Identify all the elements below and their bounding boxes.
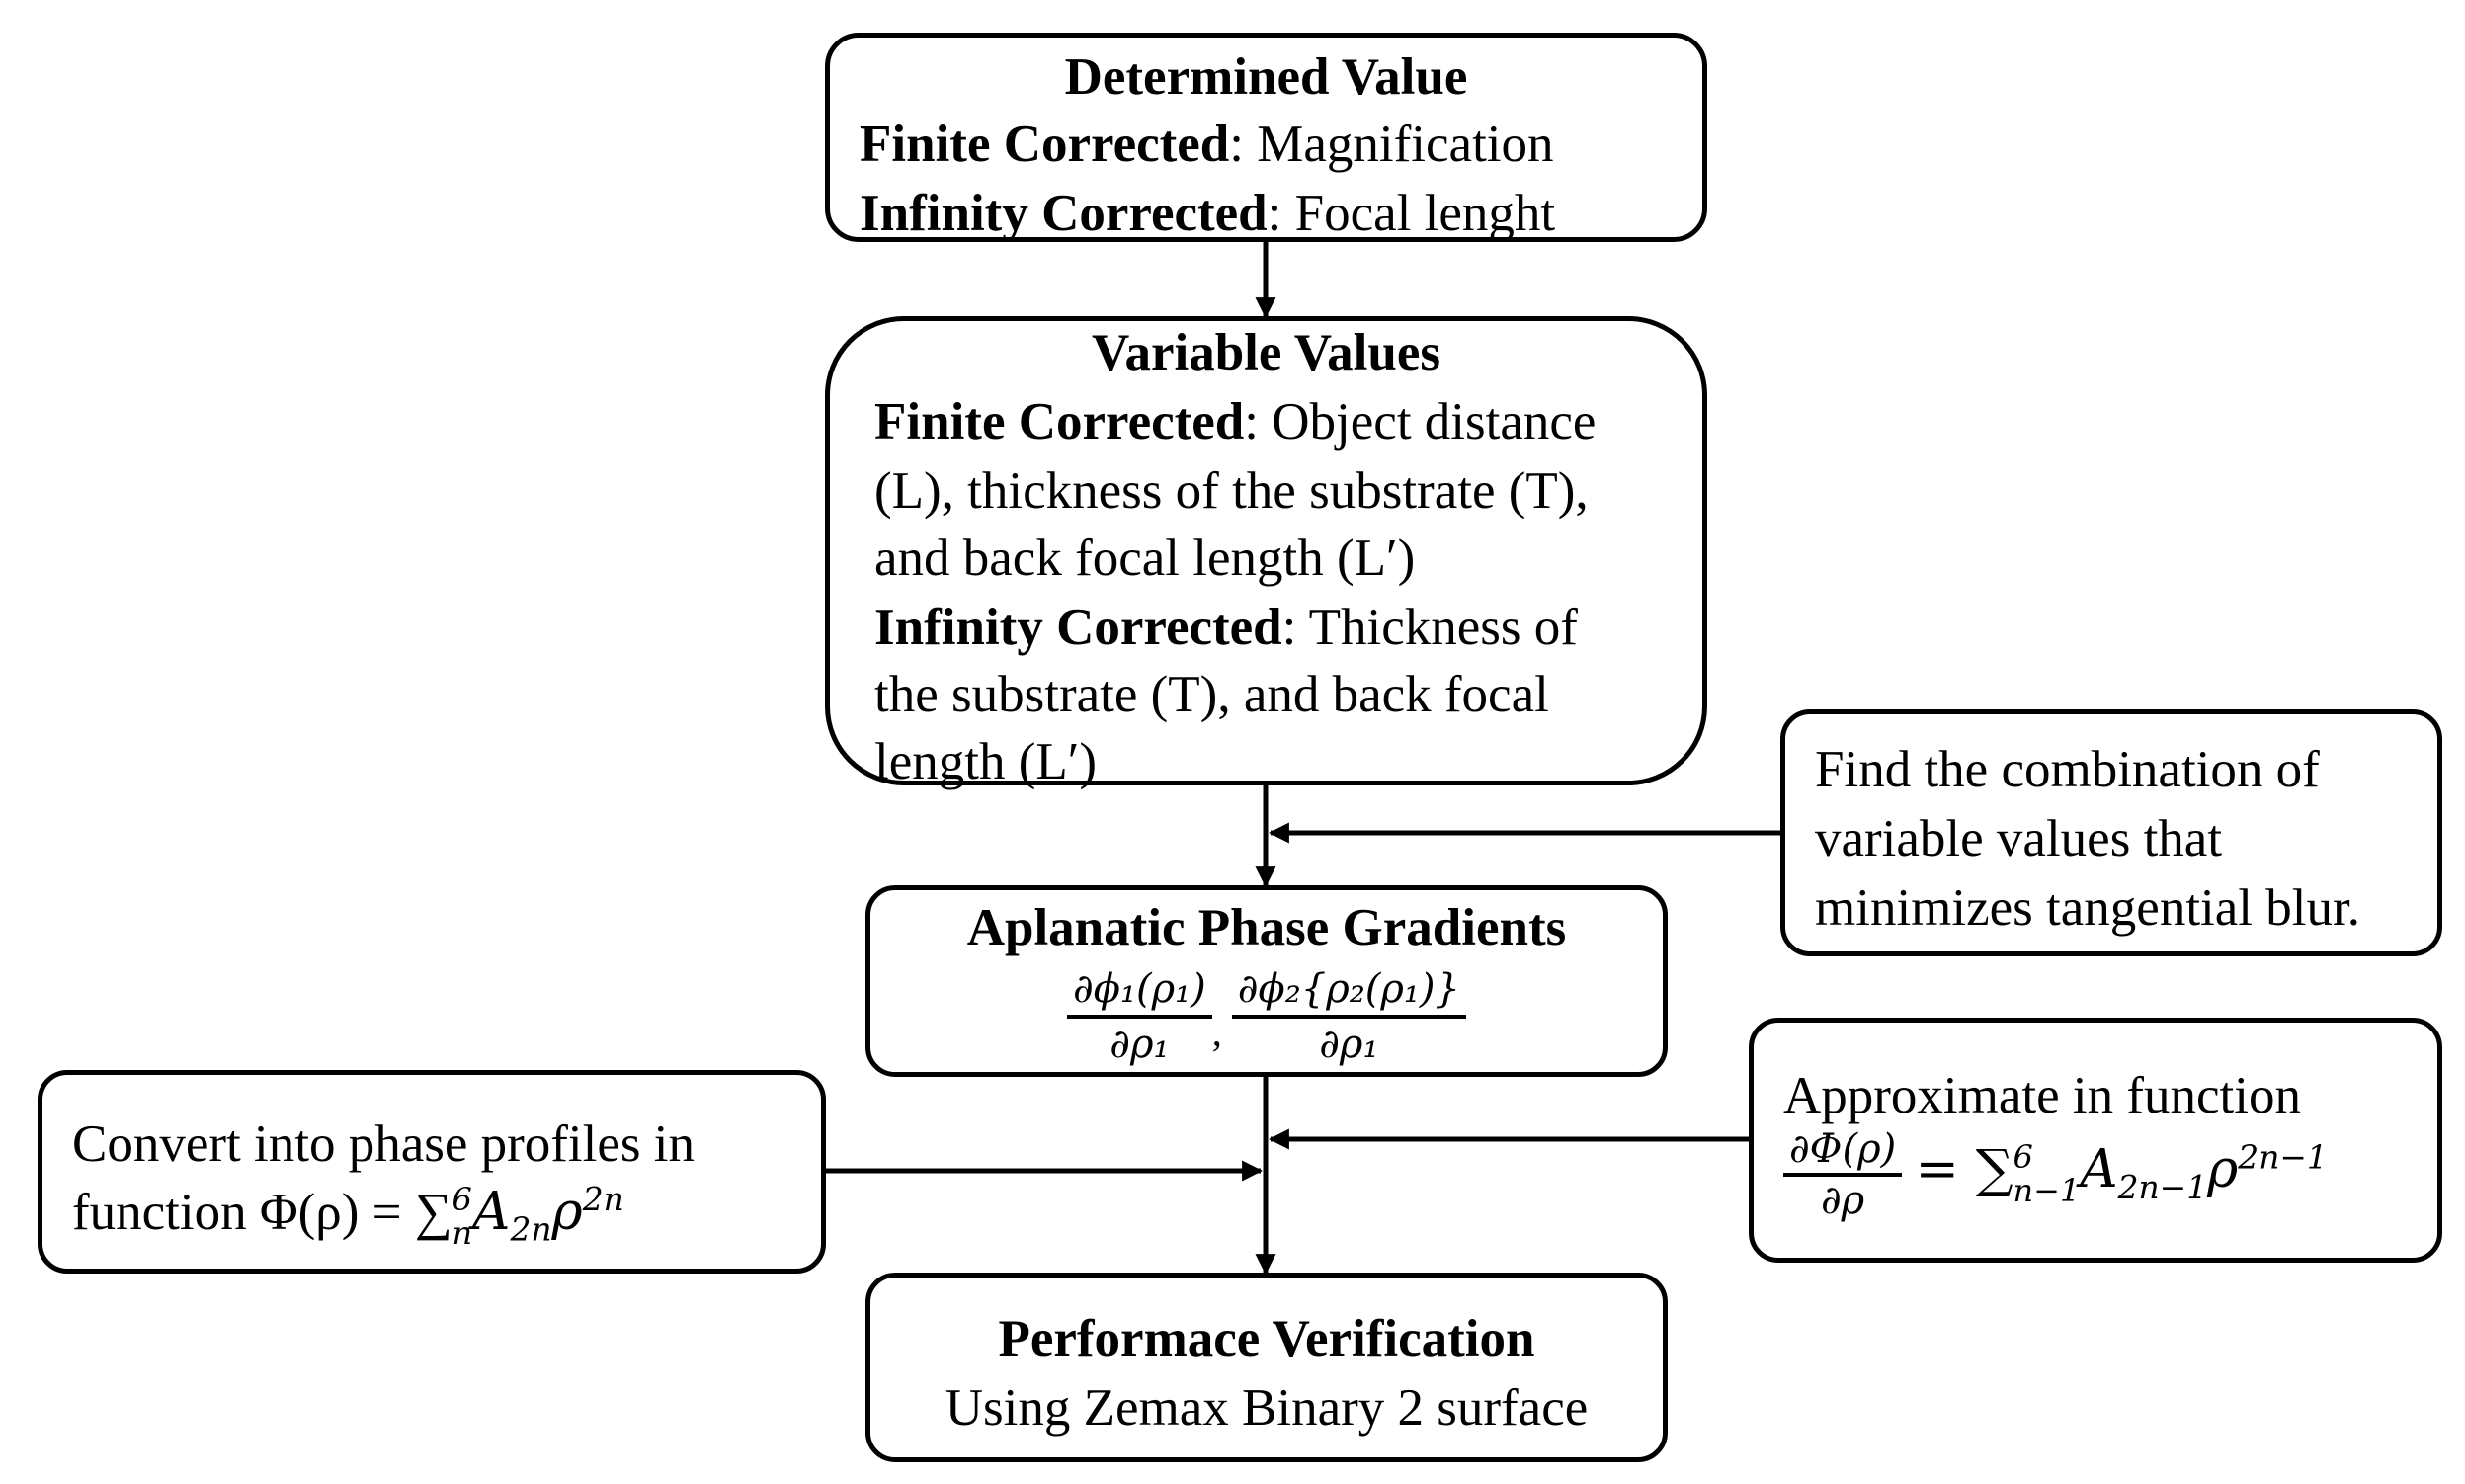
approximate-sum-upper: 6 xyxy=(2013,1138,2033,1177)
variable-finite-label: Finite Corrected xyxy=(874,393,1245,451)
phase-gradient-2: ∂ϕ₂{ρ₂(ρ₁)} ∂ρ₁ xyxy=(1231,967,1466,1067)
variable-finite-line: Finite Corrected: Object distance xyxy=(874,396,1702,449)
variable-infinity-text-1: : Thickness of xyxy=(1281,599,1578,656)
performance-subtitle: Using Zemax Binary 2 surface xyxy=(945,1379,1589,1437)
determined-value-box: Determined Value Finite Corrected: Magni… xyxy=(825,33,1707,242)
determined-infinity-label: Infinity Corrected xyxy=(860,185,1268,242)
convert-exponent: 2n xyxy=(582,1180,624,1219)
convert-coefficient-subscript: 2n xyxy=(510,1209,552,1249)
phase-gradient-1: ∂ϕ₁(ρ₁) ∂ρ₁ xyxy=(1067,967,1212,1066)
convert-variable: ρ xyxy=(551,1181,583,1242)
find-line-1: Find the combination of xyxy=(1815,741,2320,798)
determined-finite-text: : Magnification xyxy=(1229,116,1554,173)
approximate-coefficient: A xyxy=(2080,1139,2118,1200)
approximate-sum-lower: n−1 xyxy=(2013,1172,2081,1209)
performance-box: Performace Verification Using Zemax Bina… xyxy=(865,1273,1668,1462)
convert-coefficient: A xyxy=(472,1181,511,1242)
find-line-2: variable values that xyxy=(1815,810,2223,867)
determined-finite-label: Finite Corrected xyxy=(860,116,1230,173)
approximate-denominator: ∂ρ xyxy=(1821,1178,1865,1223)
find-combination-box: Find the combination of variable values … xyxy=(1780,709,2442,956)
approximate-exponent: 2n−1 xyxy=(2238,1137,2328,1177)
determined-infinity-line: Infinity Corrected: Focal lenght xyxy=(860,188,1702,240)
variable-finite-text-2: (L), thickness of the substrate (T), xyxy=(874,462,1589,520)
variable-finite-text-3: and back focal length (L′) xyxy=(874,530,1416,587)
aplanatic-formula: ∂ϕ₁(ρ₁) ∂ρ₁ , ∂ϕ₂{ρ₂(ρ₁)} ∂ρ₁ xyxy=(870,967,1663,1066)
aplanatic-box: Aplanatic Phase Gradients ∂ϕ₁(ρ₁) ∂ρ₁ , … xyxy=(865,885,1668,1077)
approximate-line-1: Approximate in function xyxy=(1783,1067,2301,1124)
determined-finite-line: Finite Corrected: Magnification xyxy=(860,119,1702,171)
approximate-variable: ρ xyxy=(2207,1139,2239,1200)
aplanatic-title: Aplanatic Phase Gradients xyxy=(966,899,1567,956)
performance-title: Performace Verification xyxy=(998,1310,1535,1367)
convert-sum-lower: n xyxy=(452,1213,473,1252)
phase-gradient-separator: , xyxy=(1211,1010,1222,1055)
variable-infinity-line: Infinity Corrected: Thickness of xyxy=(874,602,1702,654)
determined-infinity-text: : Focal lenght xyxy=(1267,185,1556,242)
phase-gradient-2-denominator: ∂ρ₁ xyxy=(1319,1022,1379,1067)
determined-title: Determined Value xyxy=(1064,48,1468,106)
convert-line-2-prefix: function Φ(ρ) = ∑ xyxy=(72,1183,452,1241)
find-line-3: minimizes tangential blur. xyxy=(1815,879,2360,937)
variable-values-box: Variable Values Finite Corrected: Object… xyxy=(825,316,1707,790)
variable-finite-text-1: : Object distance xyxy=(1244,393,1597,451)
convert-box: Convert into phase profiles in function … xyxy=(38,1070,826,1274)
variable-infinity-text-3: length (L′) xyxy=(874,733,1097,790)
convert-line-1: Convert into phase profiles in xyxy=(72,1115,695,1173)
approximate-sum-symbol: = ∑ xyxy=(1915,1139,2013,1200)
approximate-coefficient-subscript: 2n−1 xyxy=(2117,1167,2208,1206)
phase-gradient-2-numerator: ∂ϕ₂{ρ₂(ρ₁)} xyxy=(1231,967,1466,1019)
approximate-fraction: ∂Φ(ρ) ∂ρ xyxy=(1783,1129,1903,1223)
variable-infinity-text-2: the substrate (T), and back focal xyxy=(874,666,1549,723)
phase-gradient-1-numerator: ∂ϕ₁(ρ₁) xyxy=(1067,967,1212,1019)
variable-infinity-label: Infinity Corrected xyxy=(874,599,1282,656)
approximate-numerator: ∂Φ(ρ) xyxy=(1783,1129,1903,1177)
phase-gradient-1-denominator: ∂ρ₁ xyxy=(1109,1022,1170,1067)
variable-title: Variable Values xyxy=(1092,324,1440,381)
convert-sum-upper: 6 xyxy=(452,1181,472,1218)
